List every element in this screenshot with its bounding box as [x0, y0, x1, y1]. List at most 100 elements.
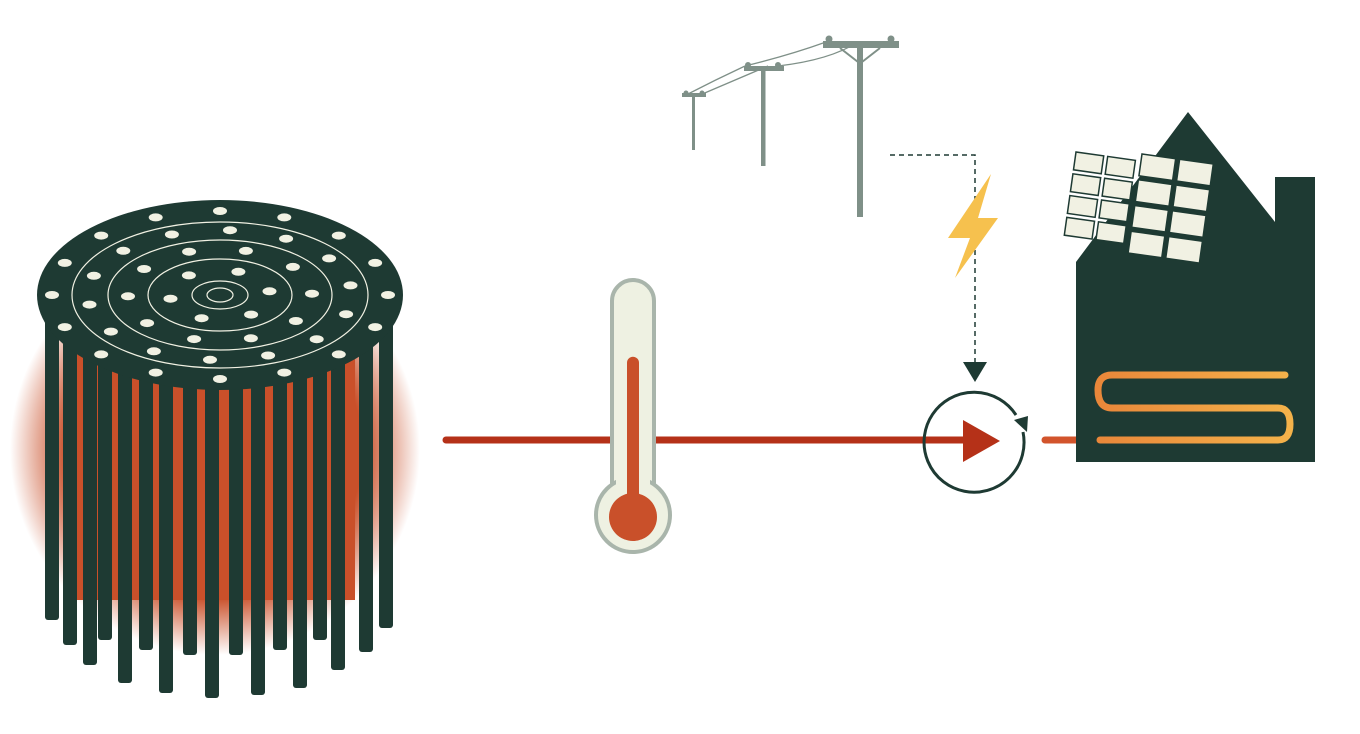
borehole-dot [368, 323, 383, 332]
borehole-probe [293, 325, 307, 688]
power-arrowhead [963, 362, 987, 382]
borehole-dot [261, 351, 276, 360]
borehole-dot [309, 335, 324, 344]
borehole-probe [118, 325, 132, 683]
ring-lines [71, 221, 369, 369]
borehole-probe [83, 318, 97, 665]
solar-panel-cell [1063, 216, 1096, 240]
borehole-dot [103, 327, 118, 336]
solar-panel-cell [1069, 172, 1102, 197]
borehole-dot [331, 231, 346, 240]
underfloor-heating-coil-icon [1094, 371, 1294, 444]
pump-flow-arrow [963, 420, 1000, 462]
borehole-dot [213, 375, 227, 383]
borehole-probe [331, 318, 345, 670]
solar-panel-cell [1072, 151, 1105, 175]
borehole-dot [164, 230, 179, 239]
borehole-dot [238, 246, 253, 255]
solar-panel-cell [1175, 158, 1215, 187]
solar-panel-cell [1172, 184, 1211, 213]
borehole-dot [213, 207, 227, 215]
solar-panel-cell [1104, 155, 1137, 180]
power-connection [890, 154, 976, 362]
borehole-dot [57, 323, 72, 332]
borehole-dot [368, 258, 383, 267]
borehole-top-disc [37, 200, 403, 390]
borehole-dot [339, 310, 354, 319]
solar-panel-cell [1164, 235, 1204, 264]
borehole-dot [277, 213, 292, 222]
solar-panel-cell [1095, 220, 1128, 245]
borehole-probe [379, 300, 393, 628]
utility-pole-icon [682, 35, 899, 217]
solar-panel-cell [1066, 194, 1099, 219]
solar-panel-cell [1098, 199, 1131, 223]
borehole-dot [57, 258, 72, 267]
thermometer-bulb [609, 493, 657, 541]
pump-ring [922, 390, 1026, 494]
borehole-dot [45, 291, 59, 299]
borehole-dot [203, 355, 217, 364]
borehole-array-icon [10, 200, 420, 698]
borehole-dot [148, 213, 163, 222]
borehole-probe [251, 330, 265, 695]
house-with-solar-panels-icon [1063, 112, 1315, 462]
borehole-probe [313, 330, 327, 640]
solar-panel-cell [1138, 153, 1177, 182]
borehole-dot [116, 246, 131, 255]
borehole-dot [223, 226, 237, 235]
borehole-probe [98, 330, 112, 640]
thermometer-icon [594, 278, 672, 554]
circulation-pump-icon [922, 390, 1028, 494]
borehole-dot [244, 310, 259, 319]
borehole-probe [229, 338, 243, 655]
borehole-dot [279, 234, 294, 243]
borehole-dot [140, 319, 155, 328]
borehole-dot [94, 350, 109, 359]
lightning-bolt-icon [948, 174, 998, 278]
borehole-dot [194, 314, 209, 323]
borehole-dot [231, 267, 246, 276]
borehole-probe [139, 335, 153, 650]
borehole-dot [187, 335, 202, 344]
borehole-probe [45, 300, 59, 620]
borehole-probe [273, 335, 287, 650]
borehole-probe [183, 338, 197, 655]
borehole-dot [343, 281, 358, 290]
borehole-dot [277, 368, 292, 377]
borehole-dot [121, 292, 135, 301]
borehole-dot [137, 265, 152, 273]
solar-panel-cell [1168, 209, 1207, 239]
thermometer-mercury [627, 356, 639, 516]
borehole-dot [163, 294, 178, 303]
borehole-dot [288, 317, 303, 325]
borehole-probe [359, 310, 373, 652]
borehole-probe [159, 330, 173, 693]
solar-panel-cell [1130, 204, 1170, 233]
borehole-dot [243, 334, 258, 343]
pump-rotation-arrow [1014, 416, 1028, 432]
borehole-dots [45, 207, 395, 383]
borehole-dot [305, 289, 319, 298]
borehole-dot [82, 300, 97, 309]
borehole-probe [205, 332, 219, 698]
borehole-dot [331, 350, 346, 359]
borehole-probe [63, 310, 77, 645]
solar-panels-icon [1063, 151, 1215, 264]
borehole-dot [322, 254, 337, 263]
solar-panel-cell [1134, 178, 1173, 208]
probe-group [45, 300, 393, 698]
borehole-dot [285, 262, 300, 271]
borehole-dot [262, 287, 277, 296]
borehole-dot [181, 271, 196, 280]
borehole-dot [146, 347, 161, 356]
solar-panel-cell [1101, 177, 1134, 201]
borehole-dot [182, 247, 197, 256]
borehole-dot [94, 231, 109, 240]
solar-panel-cell [1127, 230, 1166, 259]
borehole-dot [148, 368, 163, 377]
borehole-dot [381, 291, 395, 299]
borehole-dot [86, 271, 101, 280]
